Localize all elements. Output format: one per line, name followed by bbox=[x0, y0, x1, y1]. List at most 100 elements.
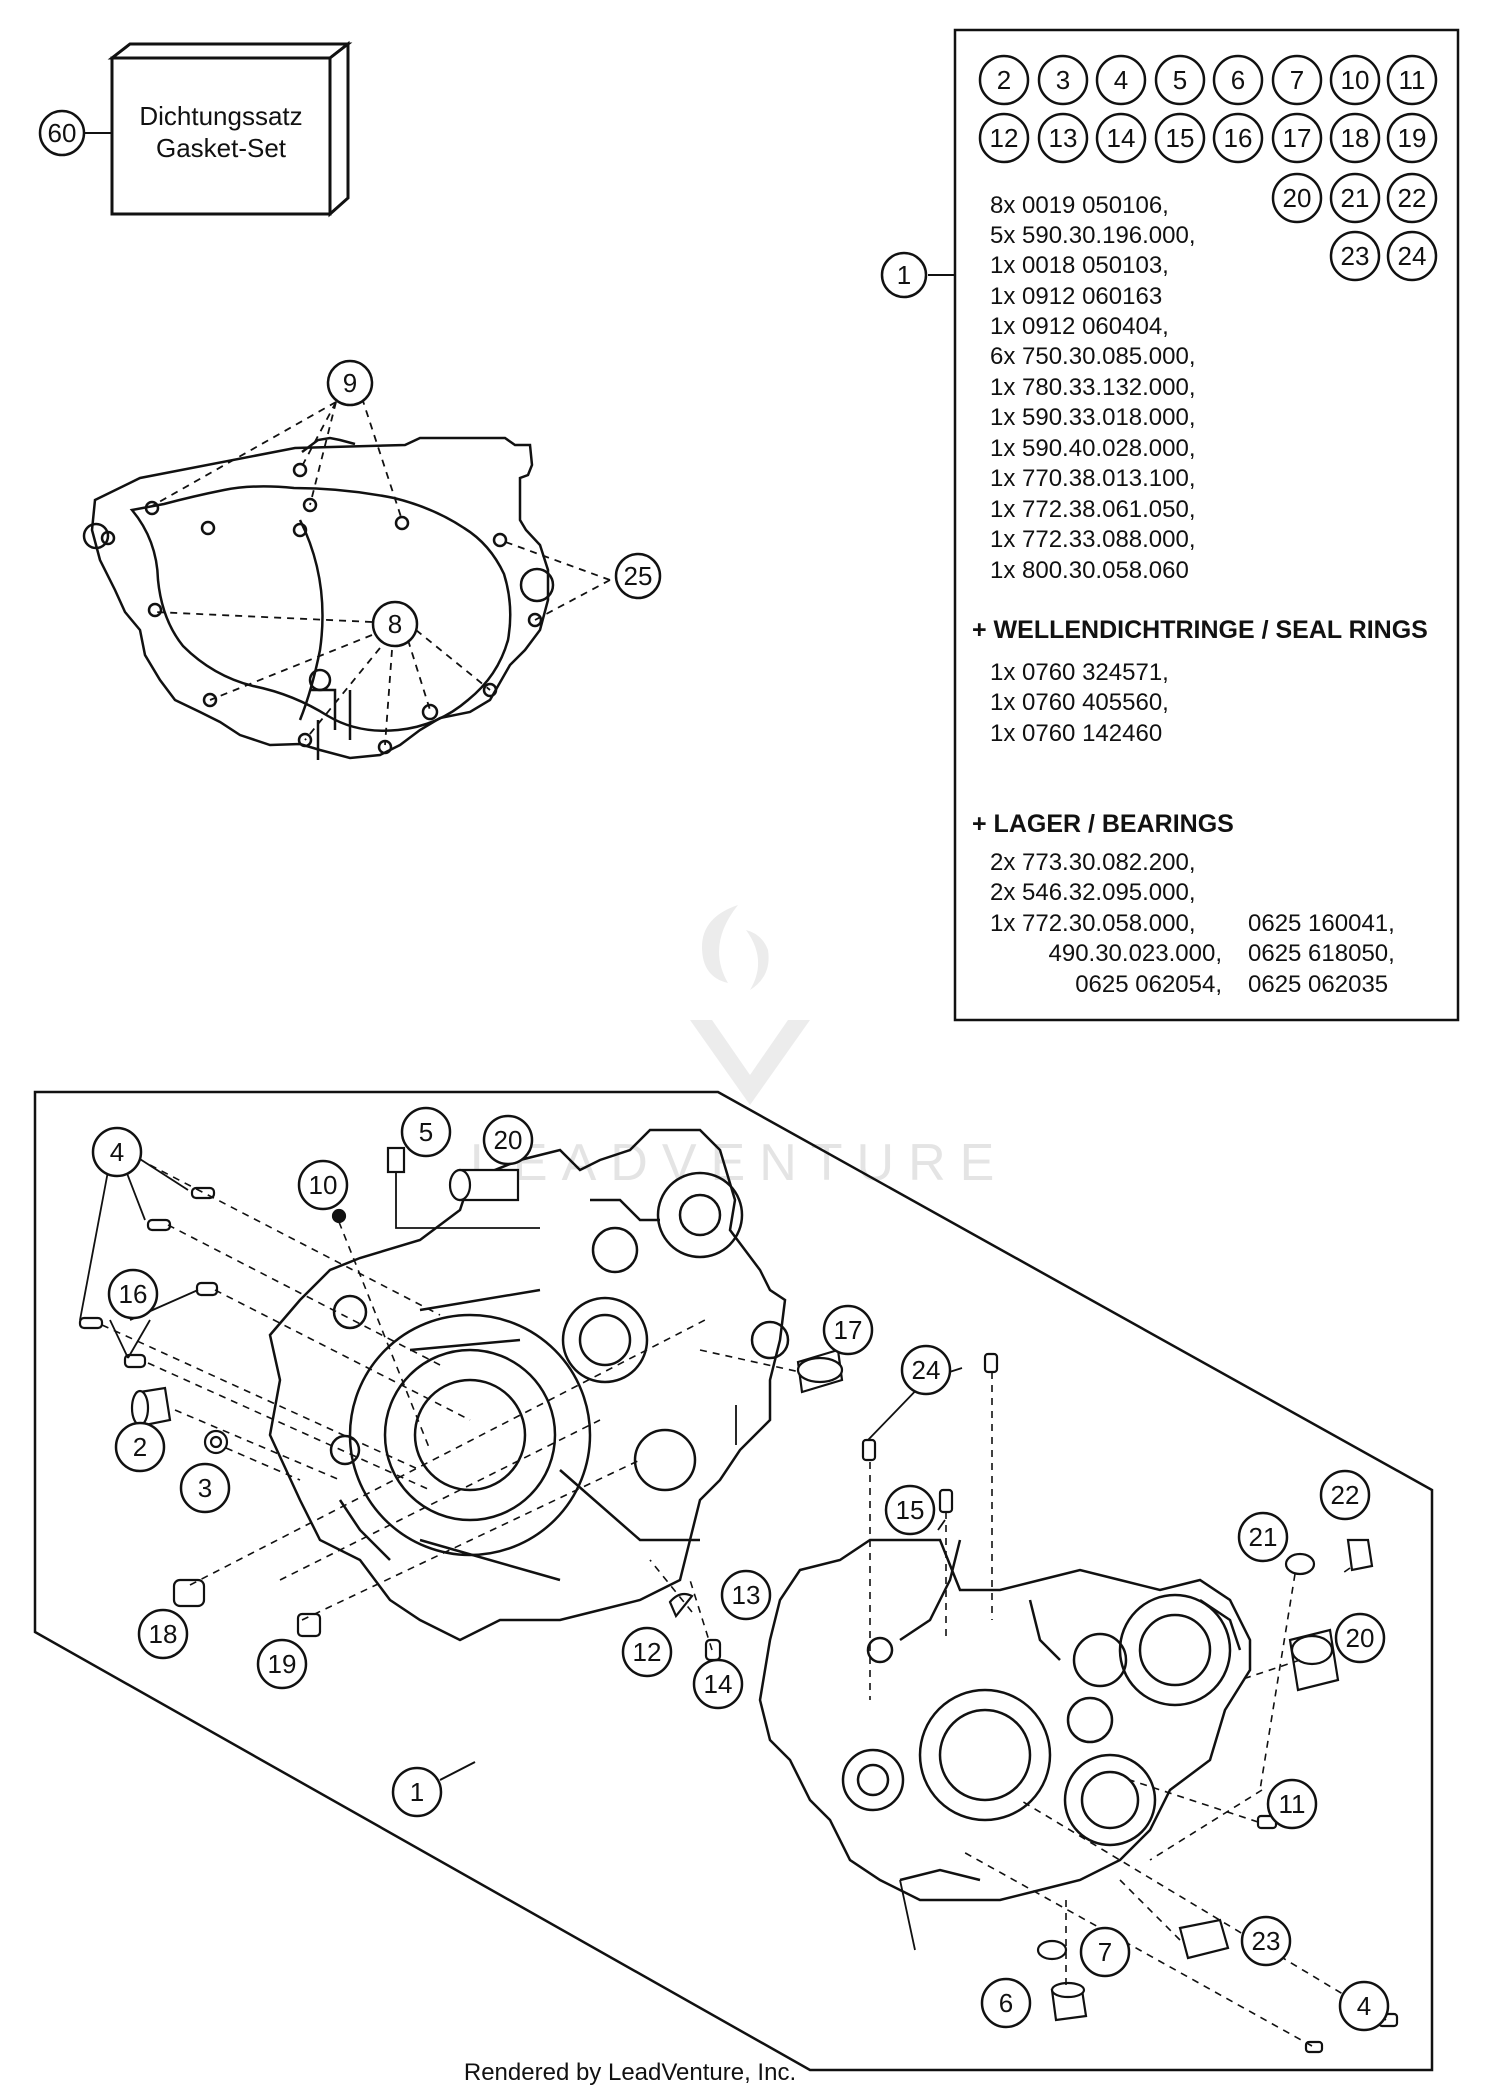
part-bubble-12: 12 bbox=[978, 112, 1030, 164]
part-bubble-20: 20 bbox=[1271, 172, 1323, 224]
svg-text:24: 24 bbox=[1398, 241, 1427, 271]
callout-22: 22 bbox=[1319, 1469, 1371, 1521]
part-bubble-21: 21 bbox=[1329, 172, 1381, 224]
callout-12: 12 bbox=[621, 1626, 673, 1678]
part-bubble-16: 16 bbox=[1212, 112, 1264, 164]
svg-text:5: 5 bbox=[1173, 65, 1187, 95]
callout-20: 20 bbox=[1334, 1612, 1386, 1664]
callout-18: 18 bbox=[137, 1608, 189, 1660]
part-bubble-13: 13 bbox=[1037, 112, 1089, 164]
svg-text:22: 22 bbox=[1398, 183, 1427, 213]
list-item: 0625 062054, bbox=[1075, 971, 1222, 998]
callout-24: 24 bbox=[900, 1344, 952, 1396]
right-crankcase-half bbox=[758, 1538, 1252, 1902]
list-item: 1x 0018 050103, bbox=[990, 252, 1169, 279]
small-parts bbox=[78, 1146, 1399, 2054]
callout-1: 1 bbox=[391, 1766, 443, 1818]
svg-text:15: 15 bbox=[896, 1495, 925, 1525]
svg-text:12: 12 bbox=[990, 123, 1019, 153]
callout-13: 13 bbox=[720, 1569, 772, 1621]
callout-5: 5 bbox=[400, 1106, 452, 1158]
callout-17: 17 bbox=[822, 1304, 874, 1356]
callout-14: 14 bbox=[692, 1658, 744, 1710]
part-bubble-22: 22 bbox=[1386, 172, 1438, 224]
svg-text:14: 14 bbox=[704, 1669, 733, 1699]
svg-text:19: 19 bbox=[1398, 123, 1427, 153]
part-bubble-23: 23 bbox=[1329, 230, 1381, 282]
washer-21 bbox=[1284, 1552, 1316, 1576]
part-bubble-24: 24 bbox=[1386, 230, 1438, 282]
bushing-18 bbox=[172, 1578, 206, 1608]
gasket-box-line2: Gasket-Set bbox=[156, 133, 287, 163]
callout-10: 10 bbox=[297, 1159, 349, 1211]
watermark: LEADVENTURE bbox=[470, 905, 994, 1192]
plug-10 bbox=[331, 1208, 347, 1224]
callout-11: 11 bbox=[1266, 1778, 1318, 1830]
list-item: 2x 546.32.095.000, bbox=[990, 879, 1196, 906]
crankcase-dashed-leaders bbox=[101, 1164, 1387, 2047]
svg-text:11: 11 bbox=[1279, 1789, 1306, 1819]
pin-24-b bbox=[983, 1352, 999, 1374]
svg-text:8: 8 bbox=[388, 609, 402, 639]
svg-text:14: 14 bbox=[1107, 123, 1136, 153]
list-item: 2x 773.30.082.200, bbox=[990, 849, 1196, 876]
svg-text:17: 17 bbox=[834, 1315, 863, 1345]
list-item: 5x 590.30.196.000, bbox=[990, 222, 1196, 249]
svg-text:22: 22 bbox=[1331, 1480, 1360, 1510]
list-item: 0625 160041, bbox=[1248, 910, 1395, 937]
bearings-header: + LAGER / BEARINGS bbox=[972, 810, 1234, 838]
pin-16 bbox=[123, 1353, 147, 1369]
callout-4: 4 bbox=[1338, 1980, 1390, 2032]
parts-list-text: 8x 0019 050106, 5x 590.30.196.000, 1x 00… bbox=[972, 192, 1428, 998]
svg-text:2: 2 bbox=[133, 1432, 147, 1462]
part-bubble-6: 6 bbox=[1212, 54, 1264, 106]
svg-text:23: 23 bbox=[1341, 241, 1370, 271]
callout-15: 15 bbox=[884, 1484, 936, 1536]
svg-text:3: 3 bbox=[198, 1473, 212, 1503]
svg-text:18: 18 bbox=[149, 1619, 178, 1649]
part-bubble-15: 15 bbox=[1154, 112, 1206, 164]
footer-credit: Rendered by LeadVenture, Inc. bbox=[464, 2059, 796, 2086]
list-item: 0625 062035 bbox=[1248, 971, 1388, 998]
gasket-set-box bbox=[107, 40, 353, 218]
svg-text:60: 60 bbox=[48, 118, 77, 148]
svg-text:20: 20 bbox=[1283, 183, 1312, 213]
dowel-pin-5 bbox=[386, 1146, 406, 1174]
svg-text:16: 16 bbox=[1224, 123, 1253, 153]
pin-4 bbox=[78, 1316, 104, 1330]
callout-16: 16 bbox=[107, 1268, 159, 1320]
part-bubble-19: 19 bbox=[1386, 112, 1438, 164]
svg-text:7: 7 bbox=[1098, 1937, 1112, 1967]
callout-6: 6 bbox=[980, 1977, 1032, 2029]
svg-text:10: 10 bbox=[309, 1170, 338, 1200]
leader-line bbox=[439, 1761, 476, 1781]
ring-7 bbox=[1036, 1939, 1068, 1961]
clip-12 bbox=[668, 1592, 694, 1619]
svg-text:7: 7 bbox=[1290, 65, 1304, 95]
svg-text:24: 24 bbox=[912, 1355, 941, 1385]
gasket-leaders bbox=[151, 397, 611, 746]
svg-text:6: 6 bbox=[1231, 65, 1245, 95]
callout-19: 19 bbox=[256, 1638, 308, 1690]
svg-text:23: 23 bbox=[1252, 1926, 1281, 1956]
list-item: 1x 780.33.132.000, bbox=[990, 374, 1196, 401]
screw-22 bbox=[1346, 1538, 1374, 1572]
callout-23: 23 bbox=[1240, 1915, 1292, 1967]
bushing-19 bbox=[296, 1612, 322, 1638]
svg-text:1: 1 bbox=[897, 260, 911, 290]
list-item: 0625 618050, bbox=[1248, 940, 1395, 967]
crankcase-frame bbox=[33, 1090, 1434, 2072]
callout-9: 9 bbox=[326, 359, 374, 407]
list-item: 1x 0760 324571, bbox=[990, 659, 1169, 686]
list-item: 8x 0019 050106, bbox=[990, 192, 1169, 219]
callout-7: 7 bbox=[1079, 1926, 1131, 1978]
list-item: 1x 770.38.013.100, bbox=[990, 465, 1196, 492]
svg-text:21: 21 bbox=[1249, 1522, 1278, 1552]
svg-text:5: 5 bbox=[419, 1117, 433, 1147]
callout-8: 8 bbox=[371, 600, 419, 648]
svg-text:10: 10 bbox=[1341, 65, 1370, 95]
pin-16 bbox=[195, 1281, 219, 1297]
svg-text:17: 17 bbox=[1283, 123, 1312, 153]
list-item: 1x 590.33.018.000, bbox=[990, 404, 1196, 431]
